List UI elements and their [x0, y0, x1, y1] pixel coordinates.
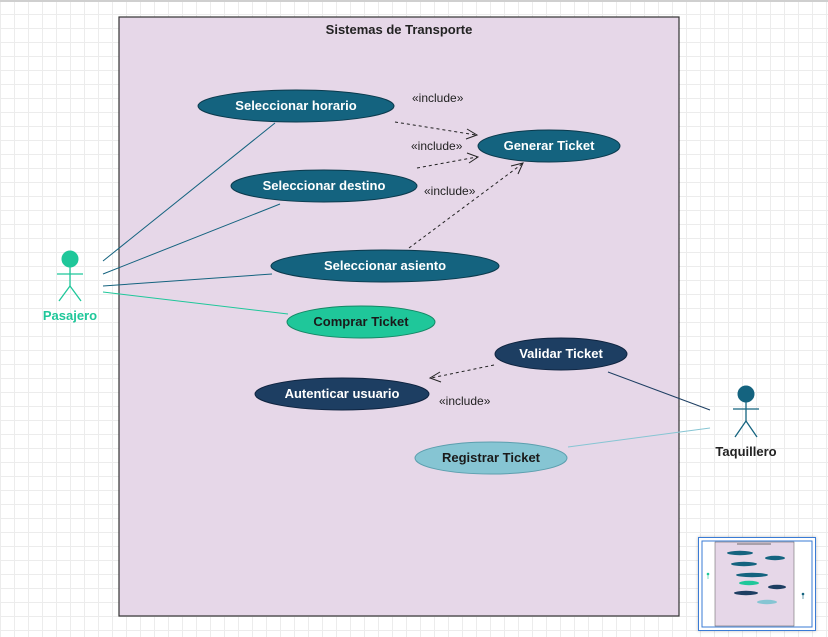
include-label-2: «include» [411, 139, 463, 153]
usecase-label: Validar Ticket [519, 346, 603, 361]
usecase-seleccionar-horario[interactable]: Seleccionar horario [197, 89, 395, 123]
association-pasajero-horario[interactable] [102, 122, 276, 262]
association-taquillero-validar[interactable] [607, 371, 711, 411]
association-taquillero-registrar[interactable] [567, 427, 711, 448]
usecase-label: Registrar Ticket [442, 450, 541, 465]
system-title: Sistemas de Transporte [326, 22, 473, 37]
actor-head-icon [61, 250, 79, 268]
usecase-seleccionar-asiento[interactable]: Seleccionar asiento [270, 249, 500, 283]
include-arrow-horario-generar[interactable] [394, 121, 479, 140]
association-pasajero-destino[interactable] [102, 203, 281, 275]
usecase-validar-ticket[interactable]: Validar Ticket [494, 337, 628, 371]
include-label-3: «include» [424, 184, 476, 198]
usecase-label: Comprar Ticket [313, 314, 409, 329]
usecase-registrar-ticket[interactable]: Registrar Ticket [414, 441, 568, 475]
association-pasajero-asiento[interactable] [102, 273, 273, 287]
include-label-4: «include» [439, 394, 491, 408]
diagram-outline-minimap[interactable] [698, 537, 816, 631]
association-pasajero-comprar[interactable] [102, 291, 289, 315]
actor-head-icon [737, 385, 755, 403]
usecase-seleccionar-destino[interactable]: Seleccionar destino [230, 169, 418, 203]
usecase-label: Seleccionar asiento [324, 258, 446, 273]
usecase-label: Generar Ticket [504, 138, 595, 153]
include-arrow-asiento-generar[interactable] [408, 162, 524, 249]
usecase-autenticar-usuario[interactable]: Autenticar usuario [254, 377, 430, 411]
actor-label-taquillero: Taquillero [715, 444, 776, 459]
usecase-label: Seleccionar destino [263, 178, 386, 193]
usecase-comprar-ticket[interactable]: Comprar Ticket [286, 305, 436, 339]
actor-taquillero[interactable]: Taquillero [715, 385, 777, 459]
actor-label-pasajero: Pasajero [43, 308, 97, 323]
include-arrow-validar-autenticar[interactable] [428, 364, 495, 383]
usecase-label: Seleccionar horario [235, 98, 356, 113]
include-arrow-destino-generar[interactable] [416, 152, 480, 169]
usecase-generar-ticket[interactable]: Generar Ticket [477, 129, 621, 163]
top-divider [0, 0, 828, 2]
usecase-label: Autenticar usuario [285, 386, 400, 401]
minimap-preview [699, 538, 815, 630]
include-label-1: «include» [412, 91, 464, 105]
actor-pasajero[interactable]: Pasajero [43, 250, 97, 323]
